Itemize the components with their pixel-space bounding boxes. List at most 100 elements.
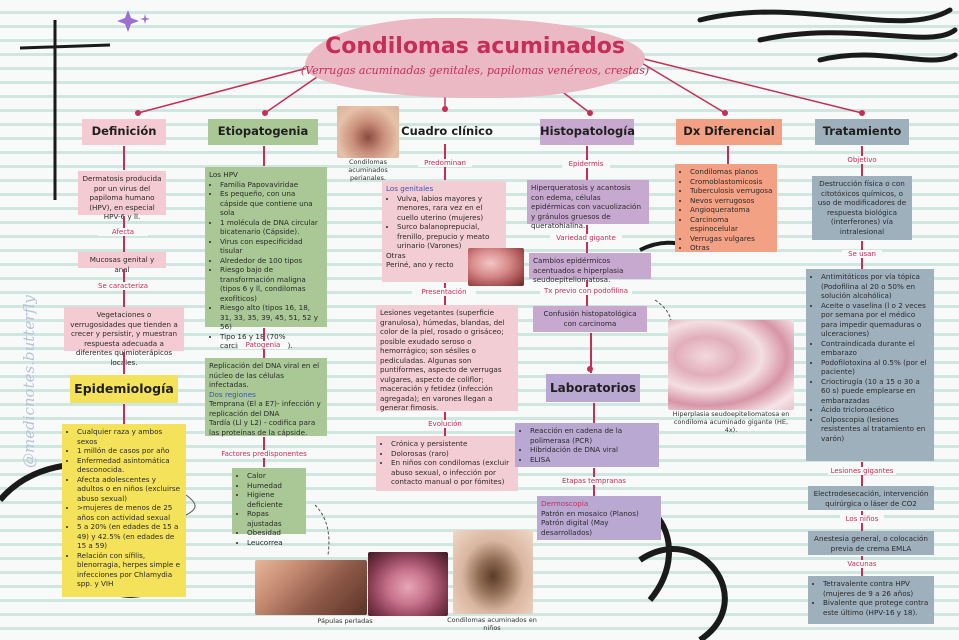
- cuadro-heading: Cuadro clínico: [401, 124, 493, 138]
- label-tx: Tx previo con podofilina: [540, 287, 632, 295]
- list-item: Condilomas planos: [690, 167, 773, 177]
- list-item: Hibridación de DNA viral: [530, 445, 655, 455]
- label-patogenia: Patogenia: [238, 341, 288, 349]
- list-item: ELISA: [530, 455, 655, 465]
- diferencial-heading: Dx Diferencial: [676, 119, 782, 145]
- label-predominan: Predominan: [418, 159, 472, 167]
- tratamiento-heading: Tratamiento: [815, 119, 909, 145]
- label-presentacion: Presentación: [412, 288, 476, 296]
- label-caracteriza: Se caracteriza: [88, 282, 158, 290]
- photo-perianal: [337, 106, 399, 158]
- objetivo-text: Destrucción física o con citotóxicos quí…: [812, 176, 912, 240]
- label-vacunas: Vacunas: [840, 560, 884, 568]
- genitales-label: Los genitales: [386, 184, 434, 193]
- list-item: Alrededor de 100 tipos: [220, 256, 323, 266]
- list-item: Bivalente que protege contra este último…: [823, 598, 930, 617]
- etiopatogenia-list: Los HPV Familia Papovaviridae Es pequeño…: [205, 167, 327, 350]
- list-item: En niños con condilomas (excluir abuso s…: [391, 458, 514, 487]
- list-item: Vulva, labios mayores y menores, rara ve…: [397, 194, 502, 223]
- evolucion-list: Crónica y persistente Dolorosas (raro) E…: [376, 436, 518, 491]
- list-item: Es pequeño, con una cápside que contiene…: [220, 189, 323, 218]
- list-item: Riesgo bajo de transformación maligna (t…: [220, 265, 323, 303]
- list-item: Humedad: [247, 481, 302, 491]
- list-item: Afecta adolescentes y adultos o en niños…: [77, 475, 182, 504]
- photo-ninos: [453, 530, 533, 614]
- list-item: Dolorosas (raro): [391, 449, 514, 459]
- list-item: Verrugas vulgares: [690, 234, 773, 244]
- label-objetivo: Objetivo: [838, 156, 886, 164]
- list-item: Antimitóticos por vía tópica (Podofilina…: [821, 272, 930, 301]
- list-item: Contraindicada durante el embarazo: [821, 339, 930, 358]
- list-item: 1 millón de casos por año: [77, 446, 182, 456]
- list-item: Podofilotoxina al 0.5% (por el paciente): [821, 358, 930, 377]
- list-item: 5 a 20% (en edades de 15 a 49) y 42.5% (…: [77, 522, 182, 551]
- usan-list: Antimitóticos por vía tópica (Podofilina…: [806, 269, 934, 461]
- photo-ninos-caption: Condilomas acuminados en niños: [447, 616, 537, 632]
- patogenia-temprana: Temprana (El a E7)- infección y replicac…: [209, 399, 321, 418]
- label-usan: Se usan: [842, 250, 882, 258]
- vacunas-list: Tetravalente contra HPV (mujeres de 9 a …: [808, 576, 934, 624]
- list-item: Tetravalente contra HPV (mujeres de 9 a …: [823, 579, 930, 598]
- genitales-box: Los genitales Vulva, labios mayores y me…: [382, 181, 506, 282]
- list-item: Cualquier raza y ambos sexos: [77, 427, 182, 446]
- epidermis-text: Hiperqueratosis y acantosis con edema, c…: [527, 180, 649, 230]
- list-item: Calor: [247, 471, 302, 481]
- photo-papulas-2: [368, 552, 448, 616]
- list-item: Crónica y persistente: [391, 439, 514, 449]
- watermark: @medicnotes.butterfly: [20, 295, 38, 468]
- caracteriza-text: Vegetaciones o verrugosidades que tiende…: [64, 307, 184, 367]
- label-afecta: Afecta: [98, 228, 148, 236]
- photo-glans: [468, 248, 524, 286]
- histopatologia-heading: Histopatología: [540, 119, 635, 145]
- label-evolucion: Evolución: [420, 420, 470, 428]
- patron-digital: Patrón digital (May desarrollados): [541, 518, 609, 537]
- dermoscopia-box: Dermoscopia Patrón en mosaico (Planos) P…: [537, 496, 661, 540]
- photo-papulas: [255, 560, 367, 615]
- photo-papulas-caption: Pápulas perladas: [317, 617, 373, 625]
- diferencial-list: Condilomas planos Cromoblastomicosis Tub…: [675, 164, 777, 252]
- epidemiologia-list: Cualquier raza y ambos sexos 1 millón de…: [62, 424, 186, 597]
- gigantes-text: Electrodesecación, intervención quirúrgi…: [808, 486, 934, 510]
- list-item: Virus con especificidad tisular: [220, 237, 323, 256]
- laboratorios-heading: Laboratorios: [546, 374, 640, 402]
- list-item: Relación con sífilis, blenorragia, herpe…: [77, 551, 182, 589]
- list-item: Obesidad: [247, 528, 302, 538]
- patogenia-box: Replicación del DNA viral en el núcleo d…: [205, 358, 327, 437]
- etiopatogenia-intro: Los HPV: [209, 170, 238, 179]
- presentacion-text: Lesiones vegetantes (superficie granulos…: [376, 305, 518, 412]
- ninos-text: Anestesia general, o colocación previa d…: [808, 531, 934, 555]
- dermoscopia-label: Dermoscopia: [541, 499, 589, 508]
- definicion-heading: Definición: [82, 119, 166, 145]
- laboratorios-list: Reacción en cadena de la polimerasa (PCR…: [515, 423, 659, 467]
- patogenia-regiones: Dos regiones: [209, 389, 256, 399]
- otras-label: Otras: [386, 250, 406, 260]
- title-background: [305, 18, 645, 98]
- afecta-text: Mucosas genital y anal: [78, 252, 166, 274]
- list-item: Riesgo alto (tipos 16, 18, 31, 33, 35, 3…: [220, 303, 323, 332]
- list-item: Crioctirugía (10 a 15 o 30 a 60 s) puede…: [821, 377, 930, 406]
- list-item: Otras: [690, 243, 773, 253]
- list-item: Tuberculosis verrugosa: [690, 186, 773, 196]
- list-item: 1 molécula de DNA circular bicatenario (…: [220, 218, 323, 237]
- definicion-text: Dermatosis producida por un virus del pa…: [78, 171, 166, 221]
- list-item: Surco balanoprepucial, frenillo, prepuci…: [397, 222, 502, 251]
- label-ninos: Los niños: [840, 515, 884, 523]
- photo-histology-caption: Hiperplasia seudoepiteliomatosa en condi…: [672, 410, 790, 434]
- list-item: >mujeres de menos de 25 años con activid…: [77, 503, 182, 522]
- label-epidermis: Epidermis: [562, 160, 610, 168]
- list-item: Nevos verrugosos: [690, 196, 773, 206]
- list-item: Leucorrea: [247, 538, 302, 548]
- epidemiologia-heading: Epidemiología: [70, 375, 178, 403]
- list-item: Aceite o vaselina (l o 2 veces por seman…: [821, 301, 930, 339]
- list-item: Angioqueratoma: [690, 205, 773, 215]
- variedad-text: Cambios epidérmicos acentuados e hiperpl…: [529, 253, 651, 284]
- photo-perianal-caption: Condilomas acuminados perianales.: [348, 158, 388, 182]
- label-variedad: Variedad gigante: [550, 234, 622, 242]
- list-item: Ropas ajustadas: [247, 509, 302, 528]
- tx-text: Confusión histopatológica con carcinoma: [533, 306, 647, 332]
- label-etapas: Etapas tempranas: [558, 477, 630, 485]
- label-factores: Factores predisponentes: [218, 450, 310, 458]
- list-item: Enfermedad asintomática desconocida.: [77, 456, 182, 475]
- label-gigantes: Lesiones gigantes: [828, 467, 896, 475]
- list-item: Reacción en cadena de la polimerasa (PCR…: [530, 426, 655, 445]
